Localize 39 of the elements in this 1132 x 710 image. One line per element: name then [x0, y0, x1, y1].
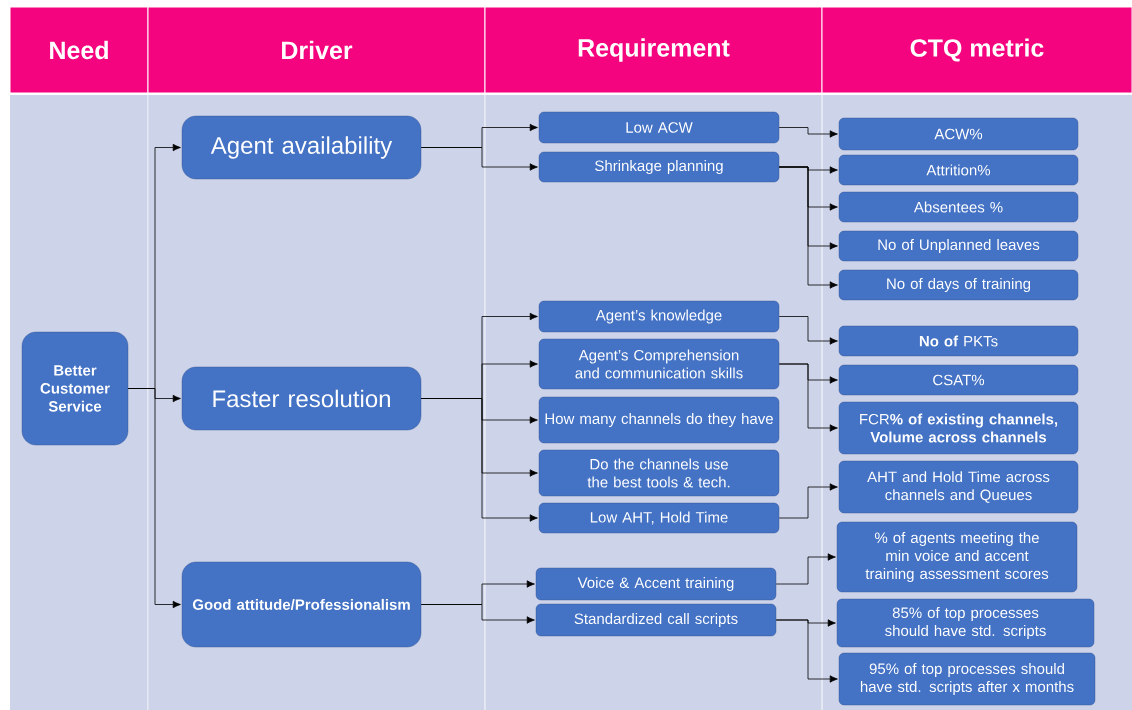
- driver-box: Good attitude/Professionalism: [181, 561, 422, 648]
- need-box: Better Customer Service: [21, 331, 129, 446]
- column-header: CTQ metric: [821, 6, 1132, 94]
- metric-box: Attrition%: [838, 154, 1079, 186]
- metric-box: ACW%: [838, 117, 1079, 151]
- metric-box: AHT and Hold Time across channels and Queues: [838, 460, 1079, 514]
- metric-box: CSAT%: [838, 364, 1079, 396]
- requirement-box: Agent’s Comprehension and communication skills: [538, 338, 780, 390]
- metric-box: 85% of top processes should have std. scripts: [836, 598, 1095, 648]
- metric-box: No of days of training: [838, 269, 1079, 301]
- metric-box: No of PKTs: [838, 325, 1079, 357]
- requirement-box: Low AHT, Hold Time: [538, 502, 780, 534]
- metric-box: No of Unplanned leaves: [838, 230, 1079, 262]
- requirement-box: Do the channels use the best tools & tech.: [538, 449, 780, 497]
- requirement-box: Agent’s knowledge: [538, 300, 780, 333]
- arrow: [127, 388, 181, 609]
- driver-box: Agent availability: [181, 115, 422, 180]
- arrow: [420, 147, 538, 171]
- metric-box: Absentees %: [838, 191, 1079, 223]
- driver-box: Faster resolution: [181, 366, 422, 431]
- metric-box: 95% of top processes should have std. scripts after x months: [838, 652, 1096, 706]
- arrow: [778, 483, 838, 519]
- metric-box: FCR% of existing channels, Volume across channels: [838, 401, 1079, 455]
- arrow: [778, 127, 838, 138]
- arrow: [778, 363, 838, 432]
- requirement-box: Shrinkage planning: [538, 151, 780, 183]
- column-header: Requirement: [484, 6, 823, 94]
- requirement-box: Voice & Accent training: [535, 567, 777, 601]
- arrow: [775, 619, 838, 683]
- requirement-box: How many channels do they have: [538, 396, 780, 444]
- metric-box: % of agents meeting the min voice and accent training assessment scores: [836, 521, 1078, 593]
- arrow: [775, 553, 836, 585]
- arrow: [420, 398, 538, 522]
- arrow: [778, 316, 838, 345]
- arrow: [778, 166, 838, 289]
- arrow: [420, 604, 535, 624]
- column-header: Need: [9, 6, 149, 94]
- requirement-box: Low ACW: [538, 111, 780, 144]
- requirement-box: Standardized call scripts: [535, 603, 777, 637]
